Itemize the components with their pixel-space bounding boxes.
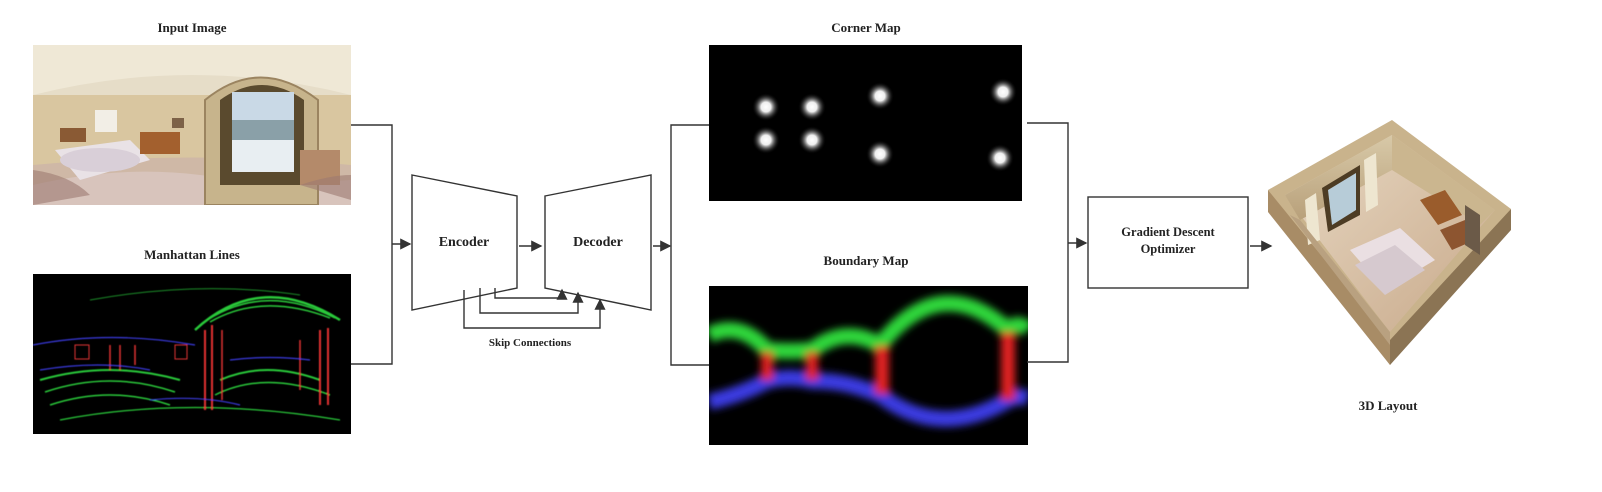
skip-connections-label: Skip Connections bbox=[489, 337, 572, 349]
corner-dot bbox=[752, 93, 780, 121]
input-image-panorama bbox=[33, 45, 351, 205]
optimizer-label-line2: Optimizer bbox=[1141, 242, 1196, 256]
corner-map-image bbox=[709, 45, 1022, 201]
maps-to-optimizer-connector bbox=[1027, 122, 1069, 363]
skip-connection-2 bbox=[479, 288, 584, 314]
optimizer-block bbox=[1087, 196, 1249, 289]
input-image-title: Input Image bbox=[158, 20, 227, 35]
corner-dot bbox=[989, 78, 1017, 106]
corner-map-title: Corner Map bbox=[831, 20, 900, 35]
decoder-block bbox=[544, 174, 652, 311]
input-image-connector bbox=[351, 124, 393, 365]
encoder-label: Encoder bbox=[439, 235, 490, 250]
boundary-map-image bbox=[709, 286, 1028, 445]
encoder-block bbox=[411, 174, 518, 311]
corner-dot bbox=[866, 82, 894, 110]
corner-dot bbox=[986, 144, 1014, 172]
decoder-to-maps-connector bbox=[670, 124, 709, 366]
corner-dot bbox=[798, 126, 826, 154]
corner-dot bbox=[866, 140, 894, 168]
decoder-label: Decoder bbox=[573, 235, 623, 250]
skip-connection-3 bbox=[463, 290, 606, 329]
layout-3d-render bbox=[1268, 120, 1511, 365]
skip-connection-1 bbox=[494, 288, 568, 300]
corner-dot bbox=[752, 126, 780, 154]
layout-3d-title: 3D Layout bbox=[1359, 398, 1419, 413]
manhattan-lines-title: Manhattan Lines bbox=[144, 247, 240, 262]
corner-dot bbox=[798, 93, 826, 121]
optimizer-label-line1: Gradient Descent bbox=[1121, 225, 1215, 239]
manhattan-lines-image bbox=[33, 274, 351, 434]
boundary-map-title: Boundary Map bbox=[824, 253, 909, 268]
